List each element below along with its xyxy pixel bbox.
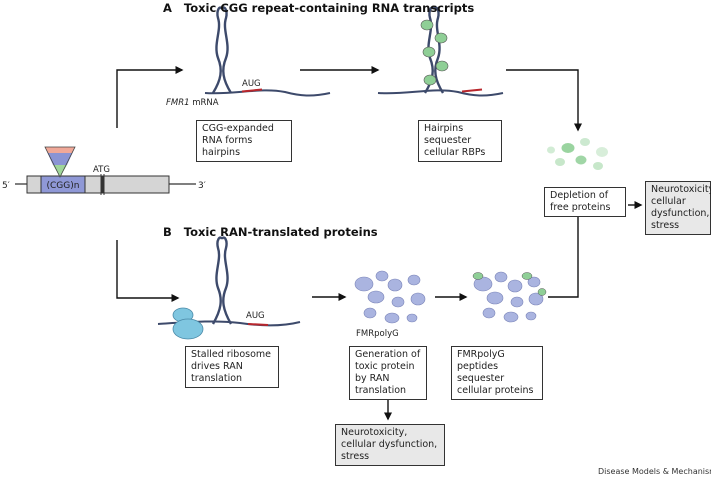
repeat-expansion-triangle [44, 146, 76, 178]
stalled-ribosome-box: Stalled ribosome drives RAN translation [185, 346, 279, 388]
aug-label-a: AUG [242, 79, 261, 89]
rbp-blob [434, 32, 448, 44]
sequestering-cluster [472, 271, 547, 323]
sequester-rbps-box: Hairpins sequester cellular RBPs [418, 120, 502, 162]
neurotox-right-box: Neurotoxicity, cellular dysfunction, str… [645, 181, 711, 235]
flow-arrows [116, 66, 643, 421]
hairpins-box: CGG-expanded RNA forms hairpins [196, 120, 292, 162]
section-a-title: Toxic CGG repeat-containing RNA transcri… [183, 1, 475, 15]
section-a-heading: A Toxic CGG repeat-containing RNA transc… [163, 1, 474, 15]
gene-construct: 5′ 3′ (CGG)n ATG [2, 146, 206, 195]
ribosome-large-subunit [172, 318, 204, 340]
gene-exon-right [102, 175, 170, 194]
rbp-blob [472, 272, 484, 280]
rbp-blob [420, 19, 434, 31]
fmr1-mrna-hairpin [204, 6, 331, 97]
neurotox-bottom-box: Neurotoxicity, cellular dysfunction, str… [335, 424, 445, 466]
three-prime-label: 3′ [198, 181, 206, 191]
atg-label: ATG [93, 165, 110, 175]
cgg-repeat-region [40, 175, 86, 194]
fmrpolyg-cluster [354, 270, 426, 324]
rbp-blob [537, 288, 547, 296]
depletion-box: Depletion of free proteins [544, 187, 626, 217]
rbp-blob [423, 74, 437, 86]
rbp-blob [422, 46, 436, 58]
section-a-letter: A [163, 1, 172, 15]
arrow-gene-to-b [116, 240, 180, 302]
mrna-suffix: mRNA [190, 98, 219, 108]
aug-codon-mark-b [247, 323, 269, 326]
section-b-title: Toxic RAN-translated proteins [183, 225, 378, 239]
rbp-blob [521, 272, 533, 280]
section-b-heading: B Toxic RAN-translated proteins [163, 225, 378, 239]
rbp-blob [435, 60, 449, 72]
cgg-repeat-label: (CGG)n [47, 181, 80, 191]
five-prime-label: 5′ [2, 181, 10, 191]
generation-box: Generation of toxic protein by RAN trans… [349, 346, 427, 400]
fmrpolyg-label: FMRpolyG [356, 329, 399, 339]
section-b-letter: B [163, 225, 172, 239]
arrow-rbp-to-depletion [506, 69, 582, 132]
aug-codon-mark-a [241, 88, 263, 93]
fmr1-mrna-label: FMR1 mRNA [166, 98, 219, 108]
aug-label-b: AUG [246, 311, 265, 321]
journal-credit: Disease Models & Mechanisms [598, 467, 711, 476]
free-proteins-cluster [547, 138, 608, 170]
arrow-sequester-to-depletion [548, 203, 582, 298]
arrow-gene-to-a [116, 66, 184, 128]
fmr1-gene-name: FMR1 [166, 98, 190, 108]
fmrpolyg-sequester-box: FMRpolyG peptides sequester cellular pro… [451, 346, 543, 400]
ribosome-hairpin [157, 236, 301, 340]
hairpin-with-rbps [377, 6, 504, 97]
